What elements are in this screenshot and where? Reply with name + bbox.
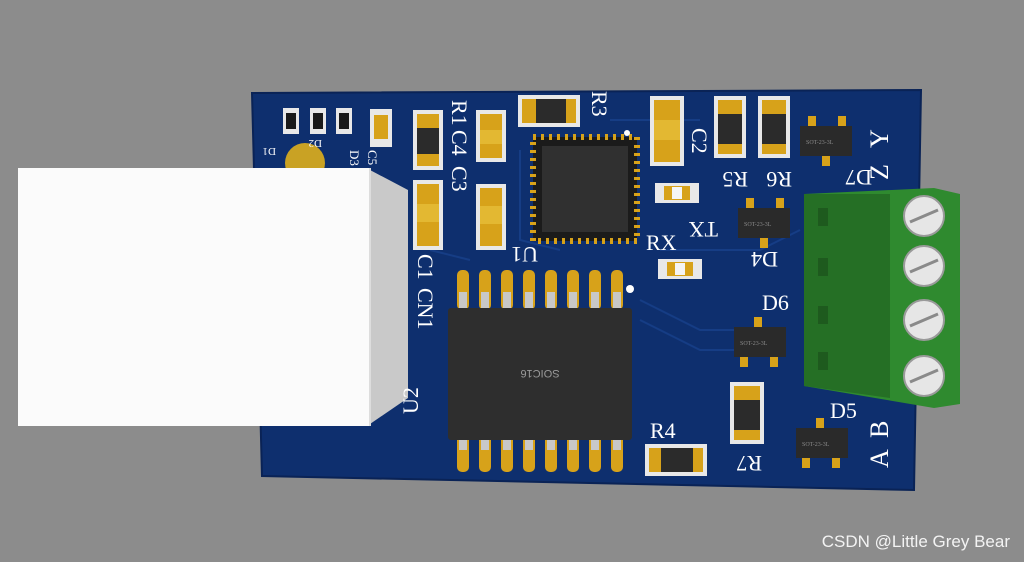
silk-c1: C1 bbox=[413, 254, 438, 280]
usb-b-connector bbox=[18, 168, 408, 426]
passive-top-right bbox=[650, 96, 790, 166]
watermark: CSDN @Little Grey Bear bbox=[821, 532, 1010, 551]
u2-soic16-chip: SOIC16 bbox=[448, 270, 634, 472]
passive-left-column bbox=[413, 110, 506, 250]
sot-label-d6: SOT-23-3L bbox=[740, 341, 768, 347]
silk-cn1: CN1 bbox=[413, 288, 438, 330]
silk-c2: C2 bbox=[687, 128, 712, 154]
silk-d7: D7 bbox=[845, 165, 872, 190]
sot23-d4 bbox=[738, 198, 790, 248]
silk-y: Y bbox=[865, 129, 894, 148]
silk-c3: C3 bbox=[447, 166, 472, 192]
silk-a: A bbox=[865, 449, 894, 468]
terminal-screws bbox=[903, 195, 945, 397]
terminal-block bbox=[804, 188, 960, 408]
sot-label-d4: SOT-23-3L bbox=[744, 222, 772, 228]
sot23-d7 bbox=[800, 116, 852, 166]
silk-tx: TX bbox=[689, 217, 718, 242]
silk-r7: R7 bbox=[736, 451, 762, 476]
silk-d4: D4 bbox=[751, 247, 778, 272]
sot-label-d5: SOT-23-3L bbox=[802, 442, 830, 448]
silk-u2: U2 bbox=[398, 387, 423, 414]
led-row bbox=[283, 108, 352, 134]
silk-c4: C4 bbox=[447, 130, 472, 156]
silk-r6: R6 bbox=[766, 167, 792, 192]
sot23-d6 bbox=[734, 317, 786, 367]
silk-r4: R4 bbox=[650, 418, 676, 443]
u2-chip-marking: SOIC16 bbox=[520, 367, 559, 379]
sot23-d5 bbox=[796, 418, 848, 468]
silk-d1: D1 bbox=[263, 145, 276, 157]
silk-u1: U1 bbox=[511, 242, 538, 267]
silk-r3: R3 bbox=[587, 91, 612, 117]
u1-qfn-chip bbox=[530, 130, 640, 244]
silk-rx: RX bbox=[646, 230, 677, 255]
silk-d6: D6 bbox=[762, 290, 789, 315]
silk-r5: R5 bbox=[722, 167, 748, 192]
silk-d5: D5 bbox=[830, 398, 857, 423]
silk-r1: R1 bbox=[447, 100, 472, 126]
sot-label-d7: SOT-23-3L bbox=[806, 140, 834, 146]
silk-d3: D3 bbox=[347, 150, 362, 166]
silk-z: Z bbox=[865, 164, 894, 180]
silk-d2: D2 bbox=[309, 137, 322, 149]
silk-c5: C5 bbox=[365, 150, 380, 165]
silk-b: B bbox=[865, 421, 894, 438]
